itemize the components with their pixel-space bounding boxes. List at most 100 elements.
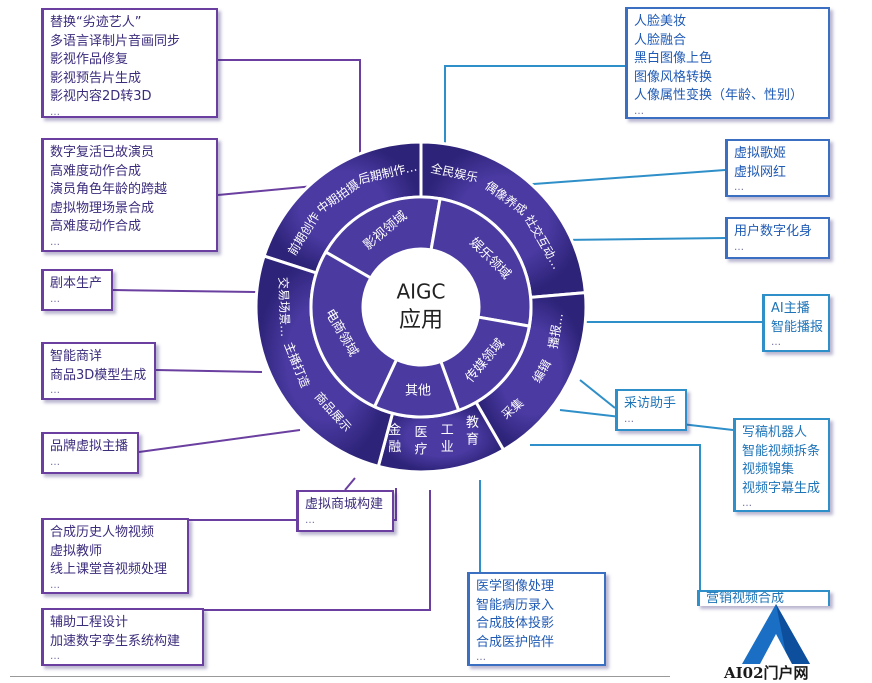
industry-box: 辅助工程设计 加速数字孪生系统构建 … — [41, 608, 204, 666]
connector-line — [155, 369, 263, 373]
more-ellipsis: … — [50, 106, 61, 118]
media-broadcast-item: AI主播 — [771, 301, 810, 316]
inner-label-other: 其他 — [405, 383, 431, 398]
edu-item: 虚拟教师 — [50, 543, 103, 559]
logo-text: AI02门户网 — [724, 664, 809, 682]
more-ellipsis: … — [305, 514, 316, 526]
more-ellipsis: … — [50, 651, 61, 662]
outer-label-other: 医疗 — [414, 426, 427, 458]
medical-item: 医学图像处理 — [476, 579, 555, 594]
more-ellipsis: … — [50, 579, 61, 591]
edu-item: 合成历史人物视频 — [50, 525, 155, 540]
more-ellipsis: … — [734, 241, 745, 253]
industry-item: 辅助工程设计 — [50, 615, 129, 630]
ent-social-box: 用户数字化身 … — [725, 217, 830, 259]
outer-label-char: 医 — [414, 426, 427, 441]
film-post-item: 影视内容2D转3D — [50, 89, 152, 104]
connector-line — [519, 169, 726, 186]
film-post-item: 影视作品修复 — [50, 52, 129, 67]
connector-line — [138, 429, 301, 453]
media-marketing-box: 营销视频合成 — [697, 590, 830, 606]
film-mid-item: 演员角色年龄的跨越 — [50, 182, 168, 197]
center-circle — [362, 248, 480, 366]
media-broadcast-item: 智能播报 — [771, 319, 824, 335]
media-edit-item: 写稿机器人 — [742, 425, 808, 440]
outer-label-ecommerce: 交易场景… — [276, 277, 293, 338]
outer-label-char: 教 — [466, 414, 479, 430]
media-marketing-item: 营销视频合成 — [706, 591, 785, 606]
outer-label-char: 疗 — [414, 443, 427, 458]
ai02-logo-icon — [742, 604, 810, 664]
outer-label-media: 播报… — [545, 312, 566, 350]
medical-item: 智能病历录入 — [476, 597, 555, 613]
media-collect-item: 采访助手 — [624, 396, 677, 411]
ec-mall-box: 虚拟商城构建 … — [296, 490, 394, 532]
more-ellipsis: … — [624, 413, 635, 425]
outer-label-char: 工 — [441, 423, 454, 438]
more-ellipsis: … — [476, 652, 487, 663]
outer-label-char: 融 — [388, 440, 401, 455]
connector-line — [559, 237, 726, 241]
film-pre-item: 剧本生产 — [50, 276, 103, 291]
connector-line — [204, 490, 431, 611]
medical-item: 合成肢体投影 — [476, 616, 555, 631]
center-title: AIGC — [396, 280, 445, 304]
ent-fun-item: 黑白图像上色 — [634, 51, 713, 66]
film-post-item: 替换“劣迹艺人” — [50, 15, 142, 30]
medical-item: 合成医护陪伴 — [476, 634, 555, 650]
film-mid-item: 高难度动作合成 — [50, 163, 142, 179]
industry-item: 加速数字孪生系统构建 — [50, 633, 181, 649]
ent-fun-item: 人像属性变换（年龄、性别） — [634, 88, 804, 103]
connector-line — [189, 488, 397, 521]
ent-fun-item: 人脸美妆 — [634, 14, 687, 29]
media-broadcast-box: AI主播 智能播报 … — [762, 294, 830, 352]
media-edit-item: 视频锦集 — [742, 462, 795, 477]
outer-label-other: 工业 — [441, 423, 454, 455]
more-ellipsis: … — [634, 105, 645, 117]
media-edit-item: 智能视频拆条 — [742, 443, 821, 459]
connector-line — [344, 477, 356, 491]
ent-fun-item: 人脸融合 — [634, 32, 687, 48]
ec-product-item: 商品3D模型生成 — [50, 367, 147, 383]
connector-line — [218, 59, 361, 155]
medical-box: 医学图像处理 智能病历录入 合成肢体投影 合成医护陪伴 … — [467, 572, 606, 666]
ec-product-box: 智能商详 商品3D模型生成 … — [41, 342, 156, 400]
more-ellipsis: … — [50, 236, 61, 248]
film-post-box: 替换“劣迹艺人” 多语言译制片音画同步 影视作品修复 影视预告片生成 影视内容2… — [41, 8, 218, 118]
more-ellipsis: … — [734, 182, 745, 193]
ent-idol-item: 虚拟歌姬 — [734, 146, 787, 161]
outer-label-other: 金融 — [388, 422, 401, 455]
center-subtitle: 应用 — [399, 308, 443, 333]
wheel-rings — [254, 140, 588, 474]
outer-label-char: 育 — [466, 431, 479, 447]
film-mid-box: 数字复活已故演员 高难度动作合成 演员角色年龄的跨越 虚拟物理场景合成 高难度动… — [41, 138, 218, 252]
film-post-item: 影视预告片生成 — [50, 70, 142, 86]
edu-box: 合成历史人物视频 虚拟教师 线上课堂音视频处理 … — [41, 518, 189, 594]
film-pre-box: 剧本生产 … — [41, 269, 113, 311]
media-edit-box: 写稿机器人 智能视频拆条 视频锦集 视频字幕生成 … — [733, 418, 830, 512]
connector-line — [530, 444, 701, 590]
media-collect-box: 采访助手 … — [615, 389, 687, 431]
film-post-item: 多语言译制片音画同步 — [50, 33, 181, 49]
more-ellipsis: … — [50, 456, 61, 468]
ec-mall-item: 虚拟商城构建 — [305, 497, 384, 512]
ent-idol-item: 虚拟网红 — [734, 164, 787, 180]
film-mid-item: 高难度动作合成 — [50, 219, 142, 234]
ent-social-item: 用户数字化身 — [734, 224, 813, 239]
outer-label-char: 业 — [441, 440, 454, 455]
ent-fun-item: 图像风格转换 — [634, 69, 713, 85]
outer-label-char: 金 — [388, 422, 401, 438]
bottom-rule — [10, 676, 670, 677]
media-edit-item: 视频字幕生成 — [742, 480, 821, 496]
connector-line — [112, 289, 259, 293]
edu-item: 线上课堂音视频处理 — [50, 562, 168, 577]
ec-anchor-box: 品牌虚拟主播 … — [41, 432, 139, 474]
ent-fun-box: 人脸美妆 人脸融合 黑白图像上色 图像风格转换 人像属性变换（年龄、性别） … — [625, 7, 830, 119]
more-ellipsis: … — [742, 498, 753, 509]
connector-line — [579, 379, 616, 409]
outer-label-other: 教育 — [466, 414, 479, 447]
connector-line — [444, 65, 625, 148]
film-mid-item: 虚拟物理场景合成 — [50, 200, 155, 216]
